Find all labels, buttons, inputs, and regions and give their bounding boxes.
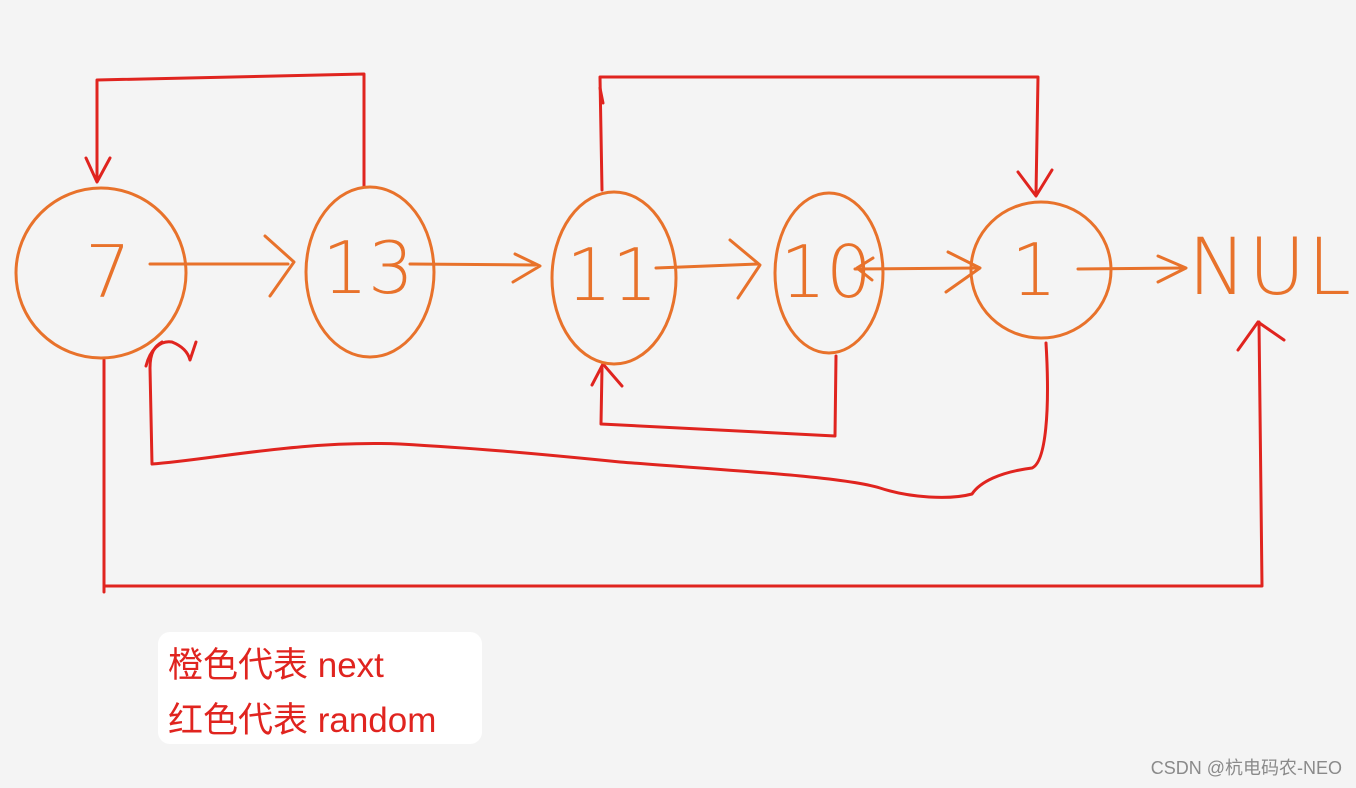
next-pointer-11-to-10 <box>654 262 760 270</box>
next-arrowhead-at-null <box>1156 254 1188 284</box>
legend-box: 橙色代表 next 红色代表 random <box>158 632 482 744</box>
node-10-circle <box>773 191 885 355</box>
next-pointer-1-to-null <box>1076 266 1186 271</box>
node-11-circle <box>550 190 678 366</box>
null-label: NULL <box>1188 223 1356 313</box>
random-arrowhead-at-null <box>1236 320 1286 352</box>
node-1-circle <box>969 200 1113 340</box>
node-10-label: 10 <box>780 230 872 314</box>
watermark: CSDN @杭电码农-NEO <box>1150 758 1342 778</box>
next-pointer-10-to-1 <box>853 266 980 271</box>
next-arrowhead-at-11 <box>511 252 542 284</box>
node-13-circle <box>304 185 436 359</box>
node-7-label: 7 <box>85 230 131 314</box>
random-pointer-10-to-11 <box>599 354 838 438</box>
random-pointer-13-to-7 <box>95 72 366 189</box>
random-arrowhead-at-11 <box>590 362 624 388</box>
random-pointer-1-to-7 <box>148 340 1049 499</box>
random-pointer-7-to-null <box>102 320 1264 594</box>
next-arrowhead-at-13 <box>263 234 296 298</box>
random-arrowhead-at-7 <box>84 156 112 184</box>
legend-next-text: 橙色代表 next <box>168 646 384 685</box>
node-7-circle <box>14 186 188 360</box>
random-pointer-11-to-1 <box>598 75 1040 196</box>
node-1-label: 1 <box>1011 228 1057 312</box>
next-arrow-tail-mark <box>855 256 875 282</box>
random-arrowhead-at-1 <box>1016 168 1054 198</box>
next-pointer-13-to-11 <box>408 262 537 267</box>
node-11-label: 11 <box>566 233 658 317</box>
random-arrowhead-at-7-bottom <box>144 340 198 368</box>
random-stroke-mark <box>598 86 605 105</box>
next-arrowhead-at-10 <box>728 238 762 300</box>
node-13-label: 13 <box>322 226 414 310</box>
legend-random-text: 红色代表 random <box>168 701 437 740</box>
next-arrowhead-at-1 <box>944 250 982 294</box>
